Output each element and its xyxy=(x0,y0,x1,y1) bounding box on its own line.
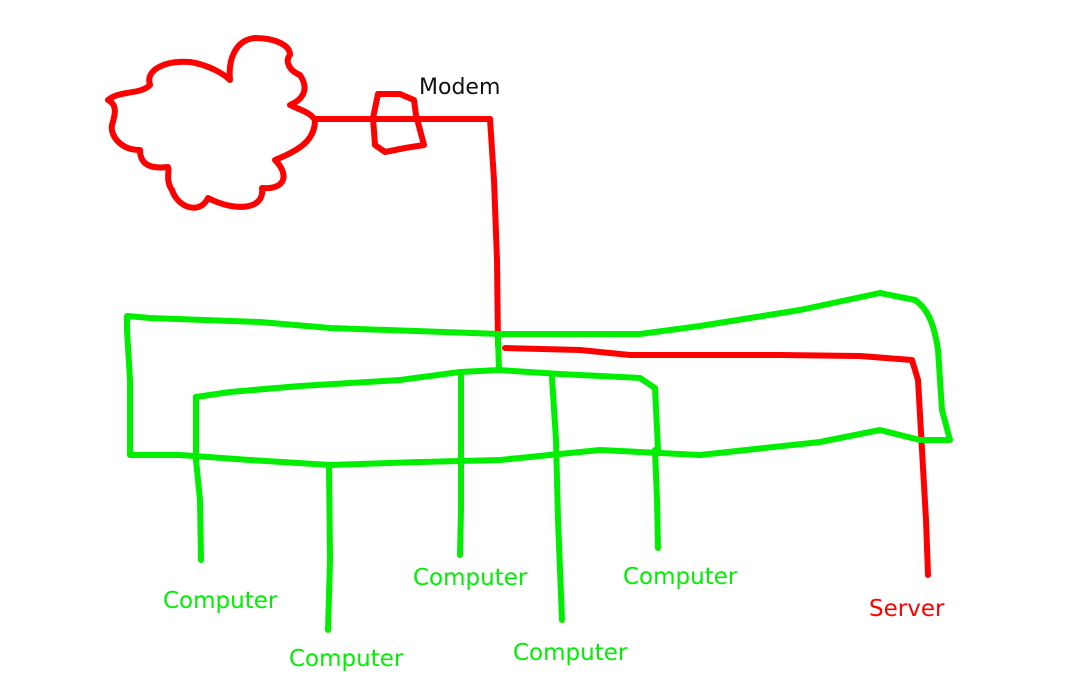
internet-cloud-icon xyxy=(105,35,318,211)
modem-icon xyxy=(370,91,427,155)
computer-link-4 xyxy=(549,375,565,623)
modem-label: Modem xyxy=(419,75,501,100)
modem-uplink xyxy=(487,116,501,348)
computer-link-5 xyxy=(652,447,661,551)
switch-outline xyxy=(124,290,953,468)
server-link xyxy=(502,345,931,578)
switch-bus xyxy=(193,335,502,463)
computer-link-2 xyxy=(325,462,333,633)
computer-link-3 xyxy=(457,372,464,558)
computer-label-5: Computer xyxy=(623,564,738,590)
computer-label-4: Computer xyxy=(513,640,628,666)
computer-label-1: Computer xyxy=(163,588,278,614)
computer-label-3: Computer xyxy=(413,565,528,591)
computer-link-1 xyxy=(193,457,204,563)
computer-label-2: Computer xyxy=(289,646,404,672)
server-label: Server xyxy=(869,596,945,622)
